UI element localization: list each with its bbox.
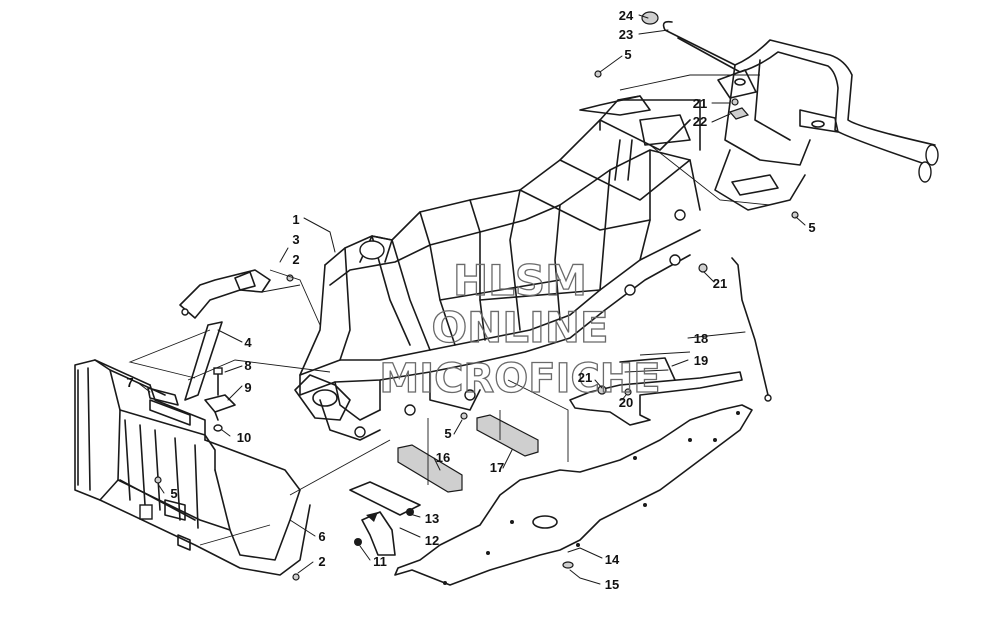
label-5-bumper: 5 (170, 486, 177, 501)
label-14: 14 (605, 552, 620, 567)
leader-lines (136, 14, 806, 585)
label-5-mid: 5 (444, 426, 451, 441)
label-17: 17 (490, 460, 504, 475)
rack-end-cap (641, 11, 659, 25)
support-rod-18 (731, 257, 772, 402)
label-23: 23 (619, 27, 633, 42)
phantom-lines (128, 74, 771, 546)
label-5-top: 5 (624, 47, 631, 62)
front-strut-4 (184, 321, 223, 401)
label-6: 6 (318, 529, 325, 544)
skid-fastener-15 (562, 561, 574, 569)
label-24: 24 (619, 8, 634, 23)
watermark-line-2: ONLINE (431, 303, 608, 352)
frame-pad-17 (476, 414, 539, 457)
label-22: 22 (693, 114, 707, 129)
label-3: 3 (292, 232, 299, 247)
label-21-top: 21 (693, 96, 707, 111)
mount-hardware (204, 367, 236, 432)
part-labels: 24 23 5 21 22 5 21 1 3 2 4 8 9 10 7 5 6 … (126, 8, 815, 592)
watermark-line-1: HLSM (453, 256, 587, 305)
label-5-right: 5 (808, 220, 815, 235)
front-bumper (74, 359, 311, 576)
label-13: 13 (425, 511, 439, 526)
label-19: 19 (694, 353, 708, 368)
label-10: 10 (237, 430, 251, 445)
bumper-bracket-7 (147, 387, 179, 406)
label-9: 9 (244, 380, 251, 395)
label-12: 12 (425, 533, 439, 548)
label-4: 4 (244, 335, 252, 350)
skid-bracket-12 (349, 481, 421, 556)
watermark: HLSM ONLINE MICROFICHE (379, 255, 662, 402)
frame-bracket-3 (179, 269, 271, 319)
watermark-line-3: MICROFICHE (379, 356, 660, 402)
label-15: 15 (605, 577, 619, 592)
label-7: 7 (126, 375, 133, 390)
label-8: 8 (244, 358, 251, 373)
skid-plate (394, 404, 753, 586)
label-18: 18 (694, 331, 708, 346)
footrest-rail-19 (569, 357, 743, 426)
label-1: 1 (292, 212, 299, 227)
label-21-lower: 21 (578, 370, 592, 385)
rear-rack (662, 20, 939, 211)
main-frame (294, 95, 701, 441)
label-2-top: 2 (292, 252, 299, 267)
frame-pad-16 (397, 444, 463, 493)
label-16: 16 (436, 450, 450, 465)
fasteners (154, 70, 799, 581)
label-21-right: 21 (713, 276, 727, 291)
label-20: 20 (619, 395, 633, 410)
label-11: 11 (373, 554, 387, 569)
label-2-bottom: 2 (318, 554, 325, 569)
